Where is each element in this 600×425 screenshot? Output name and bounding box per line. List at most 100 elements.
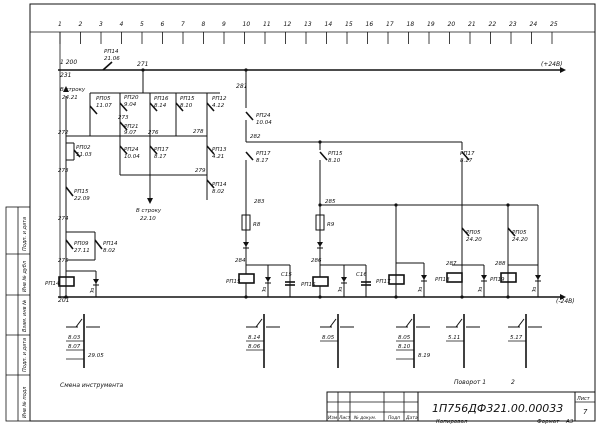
column-number: 6 <box>161 21 165 28</box>
column-number: 12 <box>284 21 292 28</box>
column-number: 2 <box>79 21 83 28</box>
footer-copied: Копировал <box>436 419 468 425</box>
svg-text:8.17: 8.17 <box>256 158 269 164</box>
svg-text:РП14: РП14 <box>212 182 227 188</box>
contact-ref: 8.14 <box>248 335 261 341</box>
node-201: 201 <box>58 297 69 304</box>
svg-text:РП24: РП24 <box>256 113 271 119</box>
column-number: 17 <box>386 21 394 28</box>
svg-text:РП18: РП18 <box>435 277 450 283</box>
to-row-top-ref: 24.21 <box>62 95 78 101</box>
column-number: 19 <box>427 21 435 28</box>
contact-ref: 29.05 <box>88 353 104 359</box>
svg-text:РП17: РП17 <box>256 151 271 157</box>
column-number: 9 <box>222 21 226 28</box>
bus-plus-arrow <box>560 67 566 73</box>
contact-ref: 5.11 <box>448 335 460 341</box>
column-number: 24 <box>530 21 538 28</box>
to-row-top: В строку <box>60 87 86 93</box>
column-number: 5 <box>140 21 144 28</box>
svg-text:11.03: 11.03 <box>76 152 92 158</box>
node-281: 281 <box>236 83 247 90</box>
contact-rp14-top: РП14 21.06 <box>102 49 120 71</box>
svg-text:22.09: 22.09 <box>74 196 90 202</box>
supply-top-left2: 231 <box>60 72 71 79</box>
svg-text:РП24: РП24 <box>124 147 139 153</box>
contact-ref: 8.03 <box>68 335 81 341</box>
column-number: 20 <box>448 21 456 28</box>
tb-sheet-label: Лист <box>576 396 591 402</box>
svg-text:10.04: 10.04 <box>256 120 272 126</box>
svg-text:9.04: 9.04 <box>124 102 137 108</box>
column-number: 23 <box>509 21 517 28</box>
svg-text:24.20: 24.20 <box>466 237 482 243</box>
svg-text:8.02: 8.02 <box>212 189 225 195</box>
svg-text:284: 284 <box>235 258 246 264</box>
svg-text:278: 278 <box>193 129 204 135</box>
node-271: 271 <box>137 61 148 68</box>
svg-text:274: 274 <box>58 216 69 222</box>
supply-top-left: 1 200 <box>60 59 77 66</box>
contact-ref: 8.05 <box>322 335 335 341</box>
stamp-text-4: Инв № дубл <box>22 260 28 292</box>
svg-text:Д: Д <box>477 287 482 293</box>
column-number: 3 <box>99 21 103 28</box>
svg-text:РП12: РП12 <box>212 96 227 102</box>
svg-text:РП09: РП09 <box>74 241 89 247</box>
column-number: 14 <box>325 21 333 28</box>
contact-ref: 8.19 <box>418 353 431 359</box>
svg-text:4.12: 4.12 <box>212 103 225 109</box>
svg-text:272: 272 <box>58 130 69 136</box>
column-number: 21 <box>468 21 476 28</box>
svg-text:РП16: РП16 <box>301 282 316 288</box>
svg-text:РП05: РП05 <box>96 96 111 102</box>
column-number: 13 <box>304 21 312 28</box>
svg-text:РП05: РП05 <box>466 230 481 236</box>
contact-ref: 5.17 <box>510 335 523 341</box>
svg-text:РП15: РП15 <box>74 189 89 195</box>
svg-text:РП17: РП17 <box>376 279 391 285</box>
stamp-text-1: Инв № подл <box>22 386 28 418</box>
contact-block: 8.05 <box>320 314 354 368</box>
svg-text:288: 288 <box>495 261 506 267</box>
svg-text:Д: Д <box>417 287 422 293</box>
contact-ref: 8.07 <box>68 344 81 350</box>
title-block: Изм Лист № докум. Подп Дата 1П756ДФ321.0… <box>326 391 596 422</box>
column-number: 1 <box>58 21 62 28</box>
column-number: 18 <box>407 21 415 28</box>
svg-text:285: 285 <box>325 199 336 205</box>
svg-text:8.17: 8.17 <box>154 154 167 160</box>
contact-ref: 8.05 <box>398 335 411 341</box>
svg-text:РП19: РП19 <box>490 277 505 283</box>
bus-minus-arrow <box>560 294 566 300</box>
svg-text:РП20: РП20 <box>124 95 139 101</box>
svg-text:287: 287 <box>446 261 457 267</box>
svg-text:8.10: 8.10 <box>328 158 341 164</box>
sheet-frame <box>29 3 596 422</box>
svg-text:РП14: РП14 <box>103 241 118 247</box>
middle-cluster: РП05 11.07 РП20 9.04 273 РП21 9.07 РП16 … <box>66 70 227 222</box>
svg-text:РП02: РП02 <box>76 145 91 151</box>
svg-text:РП13: РП13 <box>212 147 227 153</box>
side-stamp: Инв № подл Подп. и дата Взам. инв № Инв … <box>5 206 31 422</box>
svg-text:С16: С16 <box>356 272 367 278</box>
column-number: 11 <box>263 21 271 28</box>
stamp-text-3: Взам. инв № <box>22 300 28 332</box>
contact-block: 8.058.108.19 <box>396 314 431 368</box>
tb-col-date: Дата <box>405 415 418 421</box>
svg-text:8.17: 8.17 <box>460 158 473 164</box>
svg-text:9.07: 9.07 <box>124 130 137 136</box>
svg-text:РП14: РП14 <box>45 281 60 287</box>
svg-text:276: 276 <box>148 130 159 136</box>
tb-designation: 1П756ДФ321.00.00033 <box>432 402 563 415</box>
footer-format-label: Формат <box>537 419 560 425</box>
svg-text:РП14: РП14 <box>104 49 119 55</box>
svg-text:РП17: РП17 <box>460 151 475 157</box>
caption-tool-change: Смена инструмента <box>60 382 124 389</box>
svg-text:Д: Д <box>531 287 536 293</box>
svg-text:РП21: РП21 <box>124 124 138 130</box>
svg-text:27.11: 27.11 <box>74 248 90 254</box>
column-number: 15 <box>345 21 353 28</box>
